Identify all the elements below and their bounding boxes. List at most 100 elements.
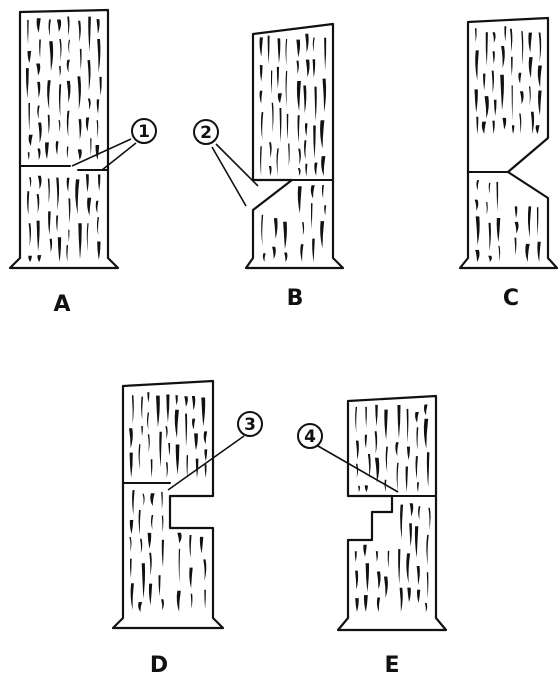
- bark-streak: [482, 122, 486, 134]
- bark-streak: [150, 493, 154, 506]
- bark-streak: [78, 223, 81, 259]
- bark-streak: [161, 599, 164, 610]
- bark-streak: [356, 441, 359, 460]
- bark-streak: [189, 568, 192, 589]
- bark-streak: [39, 40, 41, 59]
- bark-streak: [538, 66, 542, 88]
- bark-streak: [139, 510, 141, 535]
- bark-streak: [424, 405, 428, 416]
- bark-streak: [192, 396, 195, 410]
- bark-streak: [138, 602, 142, 612]
- bark-streak: [510, 29, 512, 53]
- bark-streak: [29, 177, 31, 188]
- bark-streak: [386, 447, 388, 473]
- bark-streak: [493, 32, 496, 43]
- bark-streak: [29, 135, 33, 146]
- bark-streak: [179, 549, 180, 583]
- bark-streak: [489, 183, 491, 194]
- bark-streak: [37, 18, 41, 33]
- bark-streak: [425, 603, 427, 612]
- bark-streak: [377, 598, 380, 613]
- bark-streak: [97, 120, 99, 139]
- bark-streak: [283, 222, 287, 250]
- bark-streak: [500, 75, 504, 111]
- bark-streak: [409, 523, 412, 546]
- bark-streak: [297, 61, 299, 74]
- bark-streak: [68, 230, 69, 242]
- bark-streak: [324, 205, 326, 215]
- bark-streak: [407, 409, 409, 443]
- bark-streak: [139, 444, 141, 469]
- callout-2-number: 2: [200, 123, 212, 143]
- label-b: B: [287, 286, 304, 311]
- bark-streak: [503, 118, 507, 129]
- bark-streak: [476, 216, 480, 245]
- bark-streak: [365, 407, 367, 428]
- bark-streak: [260, 91, 263, 104]
- bark-streak: [515, 238, 517, 256]
- bark-streak: [525, 244, 529, 262]
- bark-streak: [59, 66, 61, 77]
- bark-streak: [313, 38, 315, 53]
- bark-streak: [384, 410, 387, 440]
- figure-c: C: [460, 18, 557, 311]
- bark-streak: [512, 125, 514, 134]
- bark-streak: [185, 414, 187, 447]
- trunk-b: [246, 24, 343, 268]
- bark-streak: [278, 93, 282, 103]
- bark-streak: [87, 223, 89, 251]
- bark-streak: [48, 115, 50, 134]
- figure-a: 1 A: [10, 10, 156, 317]
- bark-streak: [428, 508, 430, 530]
- bark-streak: [323, 79, 327, 113]
- bark-streak: [86, 118, 89, 132]
- bark-streak: [77, 76, 81, 110]
- bark-streak: [263, 253, 266, 262]
- bark-streak: [475, 50, 479, 80]
- bark-streak: [521, 31, 523, 66]
- bark-streak: [417, 590, 420, 603]
- bark-streak: [49, 20, 51, 37]
- bark-streak: [286, 71, 288, 107]
- bark-streak: [96, 145, 100, 160]
- bark-streak: [97, 217, 99, 236]
- bark-streak: [536, 125, 540, 134]
- bark-streak: [313, 59, 316, 77]
- callout-1: 1: [72, 119, 156, 170]
- bark-streak: [187, 455, 189, 478]
- bark-streak: [529, 57, 533, 78]
- bark-streak: [59, 120, 61, 132]
- bark-streak: [288, 144, 290, 167]
- bark-streak: [37, 255, 41, 262]
- bark-streak: [512, 85, 513, 120]
- bark-streak: [86, 174, 89, 192]
- bark-streak: [520, 91, 524, 104]
- bark-streak: [298, 168, 301, 176]
- bark-streak: [97, 19, 100, 34]
- trunk-d: [113, 381, 223, 628]
- bark-streak: [99, 77, 101, 96]
- bark-streak: [388, 551, 390, 569]
- bark-streak: [67, 81, 71, 103]
- bark-streak: [37, 194, 40, 213]
- bark-streak: [56, 141, 59, 155]
- bark-streak: [194, 433, 198, 450]
- bark-streak: [365, 485, 368, 492]
- bark-streak: [492, 121, 494, 134]
- bark-streak: [177, 533, 181, 544]
- bark-streak: [320, 221, 324, 248]
- bark-streak: [142, 563, 145, 599]
- bark-streak: [496, 182, 498, 211]
- callout-3-number: 3: [244, 415, 256, 435]
- bark-streak: [87, 198, 91, 216]
- bark-streak: [486, 202, 488, 215]
- bark-texture-b: [260, 34, 327, 262]
- bark-streak: [486, 32, 488, 66]
- bark-streak: [159, 432, 162, 468]
- bark-streak: [504, 26, 506, 42]
- callout-2: 2: [194, 120, 258, 206]
- bark-streak: [88, 17, 91, 52]
- bark-streak: [165, 426, 167, 439]
- bark-streak: [494, 100, 497, 116]
- bark-streak: [406, 467, 408, 493]
